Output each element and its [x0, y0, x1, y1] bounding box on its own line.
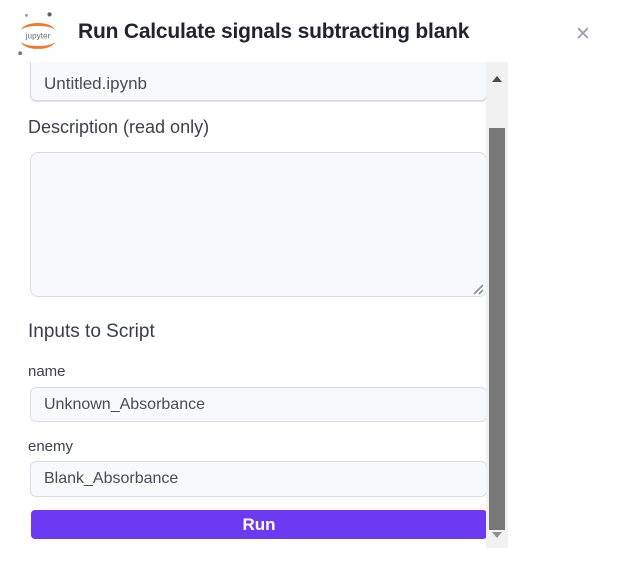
- notebook-name-input[interactable]: [30, 62, 487, 101]
- close-icon[interactable]: ✕: [575, 24, 591, 45]
- scrollbar-up-icon: [492, 76, 502, 82]
- name-input[interactable]: [30, 387, 487, 422]
- scrollbar-down-button[interactable]: [486, 524, 508, 544]
- enemy-input[interactable]: [30, 461, 487, 497]
- description-textarea[interactable]: [30, 152, 487, 297]
- scrollbar-track[interactable]: [486, 62, 508, 548]
- name-label: name: [28, 363, 66, 380]
- inputs-heading: Inputs to Script: [28, 321, 155, 342]
- dialog-body: Description (read only) Inputs to Script…: [0, 62, 508, 548]
- dialog-title: Run Calculate signals subtracting blank: [78, 20, 470, 43]
- jupyter-logo-text: jupyter: [25, 31, 51, 40]
- scrollbar-up-button[interactable]: [486, 70, 508, 90]
- jupyter-logo-icon: jupyter: [18, 12, 56, 56]
- run-button[interactable]: Run: [31, 510, 487, 539]
- enemy-label: enemy: [28, 438, 74, 455]
- scrollbar-thumb[interactable]: [489, 128, 505, 530]
- scrollbar-down-icon: [492, 532, 502, 538]
- description-label: Description (read only): [28, 117, 210, 137]
- resize-handle-icon[interactable]: [471, 282, 484, 295]
